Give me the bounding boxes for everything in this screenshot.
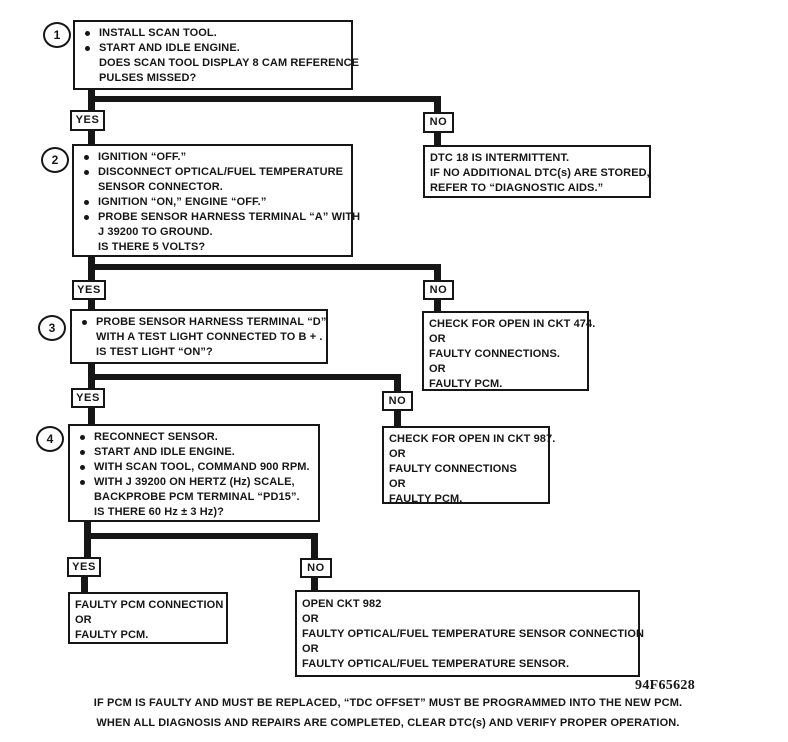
step-line: SENSOR CONNECTOR. <box>98 181 223 193</box>
result-ckt474-box: CHECK FOR OPEN IN CKT 474. OR FAULTY CON… <box>422 311 596 391</box>
connector <box>81 575 88 594</box>
step-line: IS THERE 60 Hz ± 3 Hz)? <box>94 506 224 518</box>
connector <box>88 298 95 311</box>
result-ckt982-box: OPEN CKT 982 OR FAULTY OPTICAL/FUEL TEMP… <box>295 590 645 677</box>
result-line: CHECK FOR OPEN IN CKT 987. <box>389 433 556 445</box>
connector <box>311 576 318 592</box>
result-line: OR <box>429 333 446 345</box>
connector <box>434 131 441 147</box>
step-2-box: IGNITION “OFF.” DISCONNECT OPTICAL/FUEL … <box>72 144 360 257</box>
connector <box>88 96 441 102</box>
step-line: WITH SCAN TOOL, COMMAND 900 RPM. <box>70 460 318 475</box>
step-2-badge: 2 <box>41 147 69 173</box>
result-line: FAULTY PCM. <box>75 629 149 641</box>
result-line: FAULTY CONNECTIONS. <box>429 348 561 360</box>
result-line: OR <box>389 478 406 490</box>
yes-label-3: YES <box>71 388 105 408</box>
yes-label-2: YES <box>72 280 106 300</box>
step-line: INSTALL SCAN TOOL. <box>75 26 351 41</box>
step-line: IGNITION “ON,” ENGINE “OFF.” <box>74 195 351 210</box>
step-3-box: PROBE SENSOR HARNESS TERMINAL “D” WITH A… <box>70 309 328 364</box>
no-label-2: NO <box>423 280 454 300</box>
result-line: OPEN CKT 982 <box>302 598 382 610</box>
step-line: WITH J 39200 ON HERTZ (Hz) SCALE, <box>70 475 318 490</box>
step-line: START AND IDLE ENGINE. <box>70 445 318 460</box>
connector <box>88 129 95 146</box>
step-line: PULSES MISSED? <box>99 72 197 84</box>
connector <box>434 298 441 313</box>
result-line: FAULTY OPTICAL/FUEL TEMPERATURE SENSOR. <box>302 658 570 670</box>
step-line: IS THERE 5 VOLTS? <box>98 241 206 253</box>
no-label-1: NO <box>423 112 454 133</box>
step-1-box: INSTALL SCAN TOOL. START AND IDLE ENGINE… <box>73 20 360 90</box>
footer-note-2: WHEN ALL DIAGNOSIS AND REPAIRS ARE COMPL… <box>96 717 680 729</box>
result-faulty-pcm-box: FAULTY PCM CONNECTION OR FAULTY PCM. <box>68 592 228 644</box>
connector <box>434 96 441 114</box>
no-label-3: NO <box>382 391 413 411</box>
step-3-badge: 3 <box>38 315 66 341</box>
step-line: DOES SCAN TOOL DISPLAY 8 CAM REFERENCE <box>99 57 360 69</box>
result-line: OR <box>389 448 406 460</box>
step-line: START AND IDLE ENGINE. <box>75 41 351 56</box>
step-line: IS TEST LIGHT “ON”? <box>96 346 213 358</box>
result-line: IF NO ADDITIONAL DTC(s) ARE STORED, <box>430 167 650 179</box>
step-4-badge: 4 <box>36 426 64 452</box>
step-line: DISCONNECT OPTICAL/FUEL TEMPERATURE <box>74 165 351 180</box>
result-line: OR <box>429 363 446 375</box>
result-line: FAULTY OPTICAL/FUEL TEMPERATURE SENSOR C… <box>302 628 645 640</box>
connector <box>84 533 318 539</box>
step-line: PROBE SENSOR HARNESS TERMINAL “A” WITH <box>74 210 360 225</box>
connector <box>88 406 95 426</box>
figure-number: 94F65628 <box>635 678 695 693</box>
result-ckt987-box: CHECK FOR OPEN IN CKT 987. OR FAULTY CON… <box>382 426 556 505</box>
result-line: OR <box>75 614 92 626</box>
connector <box>88 264 441 270</box>
result-line: FAULTY PCM CONNECTION <box>75 599 224 611</box>
result-line: CHECK FOR OPEN IN CKT 474. <box>429 318 596 330</box>
step-line: RECONNECT SENSOR. <box>70 430 318 445</box>
connector <box>434 264 441 282</box>
result-line: FAULTY CONNECTIONS <box>389 463 517 475</box>
result-line: DTC 18 IS INTERMITTENT. <box>430 152 570 164</box>
footer-note-1: IF PCM IS FAULTY AND MUST BE REPLACED, “… <box>93 697 683 709</box>
step-line: J 39200 TO GROUND. <box>98 226 213 238</box>
step-1-badge: 1 <box>43 22 71 48</box>
step-line: BACKPROBE PCM TERMINAL “PD15”. <box>94 491 300 503</box>
step-line: IGNITION “OFF.” <box>74 150 351 165</box>
result-line: OR <box>302 613 319 625</box>
connector <box>394 374 401 393</box>
yes-label-1: YES <box>70 110 105 131</box>
result-line: FAULTY PCM. <box>389 493 463 505</box>
connector <box>84 520 91 559</box>
step-line: WITH A TEST LIGHT CONNECTED TO B + . <box>96 331 323 343</box>
result-intermittent-box: DTC 18 IS INTERMITTENT. IF NO ADDITIONAL… <box>423 145 651 198</box>
yes-label-4: YES <box>67 557 101 577</box>
step-line: PROBE SENSOR HARNESS TERMINAL “D” <box>72 315 326 330</box>
step-4-box: RECONNECT SENSOR. START AND IDLE ENGINE.… <box>68 424 320 522</box>
result-line: FAULTY PCM. <box>429 378 503 390</box>
connector <box>311 533 318 560</box>
connector <box>394 409 401 428</box>
result-line: OR <box>302 643 319 655</box>
result-line: REFER TO “DIAGNOSTIC AIDS.” <box>430 182 604 194</box>
no-label-4: NO <box>300 558 332 578</box>
connector <box>88 374 401 380</box>
